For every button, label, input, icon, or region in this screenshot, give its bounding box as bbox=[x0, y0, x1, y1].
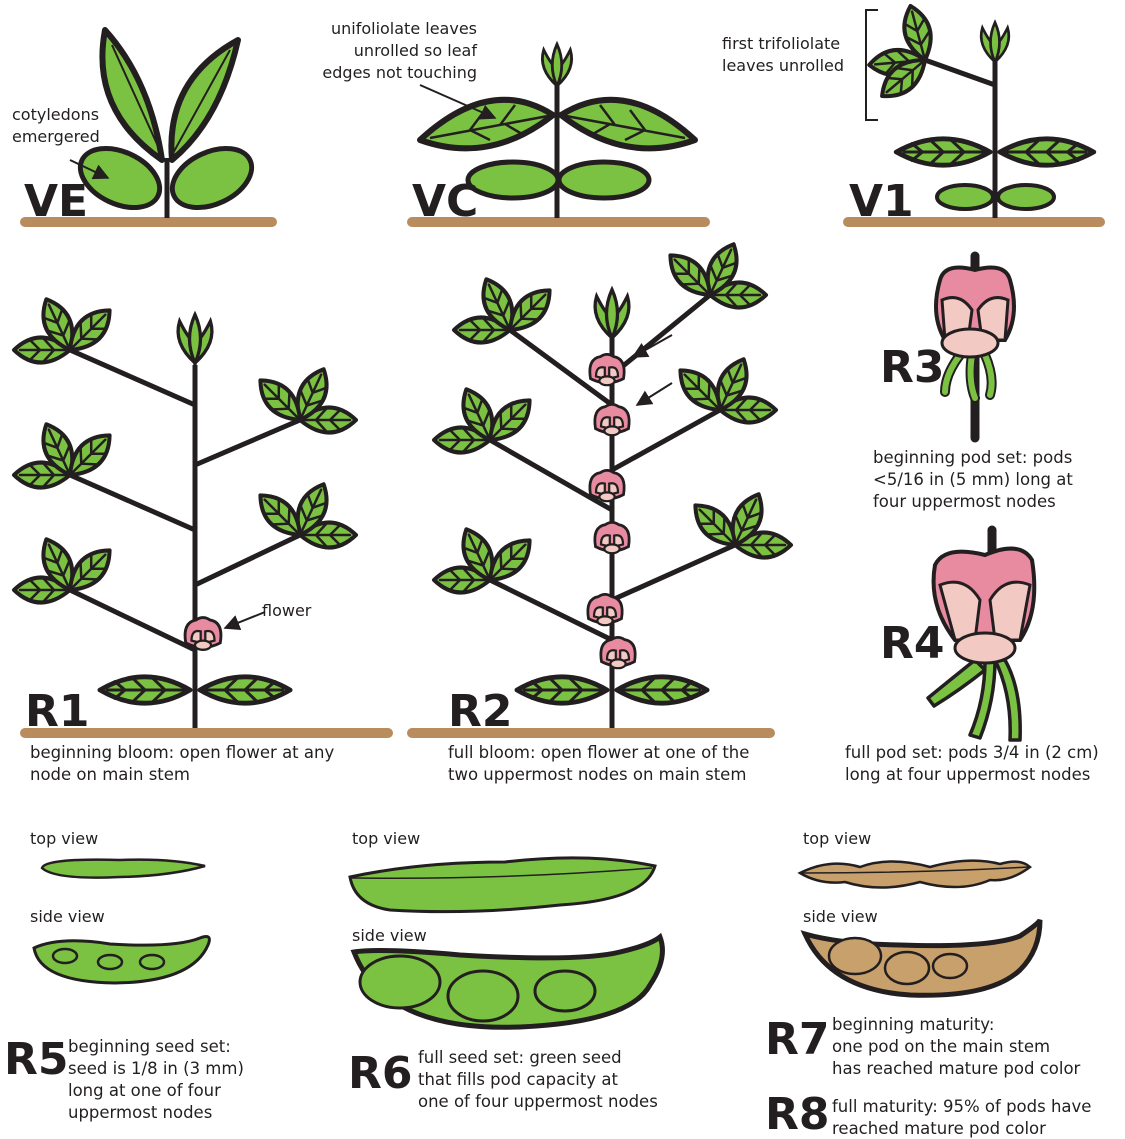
annotation-unifoliolate: unifoliolate leaves unrolled so leaf edg… bbox=[305, 18, 477, 84]
stage-label-r1: R1 bbox=[25, 690, 90, 734]
r7-top-view-label: top view bbox=[803, 829, 871, 848]
caption-r4: full pod set: pods 3/4 in (2 cm) long at… bbox=[845, 742, 1099, 786]
caption-r2: full bloom: open flower at one of the tw… bbox=[448, 742, 749, 786]
caption-r5: beginning seed set: seed is 1/8 in (3 mm… bbox=[68, 1036, 244, 1124]
annotation-trifoliolate: first trifoliolate leaves unrolled bbox=[722, 33, 844, 77]
r6-top-view-label: top view bbox=[352, 829, 420, 848]
stage-label-r3: R3 bbox=[880, 346, 945, 390]
stage-label-v1: V1 bbox=[849, 180, 914, 224]
r6-side-view-label: side view bbox=[352, 926, 427, 945]
r5-side-view-label: side view bbox=[30, 907, 105, 926]
r7-r8-pods bbox=[800, 861, 1040, 996]
stage-label-r8: R8 bbox=[765, 1093, 830, 1137]
caption-r8: full maturity: 95% of pods have reached … bbox=[832, 1096, 1091, 1139]
annotation-flower: flower bbox=[262, 600, 311, 622]
stage-label-r4: R4 bbox=[880, 622, 945, 666]
stage-label-vc: VC bbox=[412, 180, 478, 224]
caption-r7: beginning maturity: one pod on the main … bbox=[832, 1014, 1080, 1080]
stage-label-r6: R6 bbox=[348, 1052, 413, 1096]
r7-side-view-label: side view bbox=[803, 907, 878, 926]
caption-r6: full seed set: green seed that fills pod… bbox=[418, 1047, 658, 1113]
annotation-cotyledons: cotyledons emergered bbox=[12, 104, 100, 148]
r3-pod-illustration bbox=[936, 256, 1014, 438]
caption-r1: beginning bloom: open flower at any node… bbox=[30, 742, 334, 786]
stage-label-ve: VE bbox=[24, 180, 88, 224]
r2-plant bbox=[434, 239, 791, 728]
caption-r3: beginning pod set: pods <5/16 in (5 mm) … bbox=[873, 447, 1073, 513]
stage-label-r7: R7 bbox=[765, 1018, 830, 1062]
r1-plant bbox=[14, 294, 356, 728]
stage-label-r5: R5 bbox=[4, 1038, 69, 1082]
r5-top-view-label: top view bbox=[30, 829, 98, 848]
stage-label-r2: R2 bbox=[448, 690, 513, 734]
